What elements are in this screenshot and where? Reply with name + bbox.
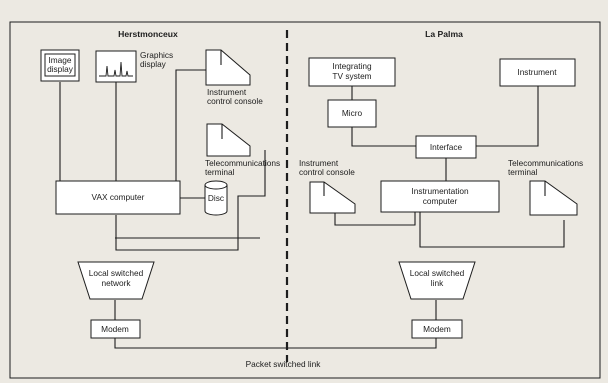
left-console-label-1: Instrument — [207, 87, 247, 97]
graphics-trace-icon — [99, 61, 133, 77]
right-instrument-console: Instrument control console — [299, 158, 356, 214]
left-instrument-console: Instrument control console — [205, 49, 263, 106]
right-terminal-label-1: Telecommunications — [508, 158, 583, 168]
micro-label: Micro — [342, 108, 363, 118]
left-modem: Modem — [90, 319, 141, 339]
image-display: Image display — [40, 49, 80, 82]
tv-label-1: Integrating — [332, 61, 372, 71]
link-label-2: link — [431, 278, 444, 288]
outer-frame — [9, 21, 601, 379]
left-console-label-2: control console — [207, 96, 263, 106]
graphics-display-label-1: Graphics — [140, 50, 173, 60]
instrumentation-computer: Instrumentation computer — [380, 180, 500, 213]
graphics-display: Graphics display — [95, 50, 173, 83]
network-label-2: network — [101, 278, 131, 288]
instrument: Instrument — [499, 58, 576, 87]
right-site-title: La Palma — [425, 29, 463, 39]
right-connections — [334, 86, 565, 320]
disc-icon: Disc — [204, 180, 228, 216]
left-site-title: Herstmonceux — [118, 29, 178, 39]
interface: Interface — [415, 135, 477, 159]
left-modem-label: Modem — [101, 324, 129, 334]
instr-computer-label-2: computer — [423, 196, 458, 206]
right-modem-label: Modem — [423, 324, 451, 334]
graphics-display-label-2: display — [140, 59, 167, 69]
right-console-label-1: Instrument — [299, 158, 339, 168]
image-display-label-2: display — [47, 64, 74, 74]
right-terminal-label-2: terminal — [508, 167, 538, 177]
left-telecom-terminal: Telecommunications terminal — [205, 123, 280, 177]
tv-label-2: TV system — [332, 71, 371, 81]
instr-computer-label-1: Instrumentation — [411, 186, 469, 196]
disc-label: Disc — [208, 193, 224, 203]
interface-label: Interface — [430, 142, 463, 152]
micro: Micro — [327, 99, 377, 128]
local-switched-link: Local switched link — [398, 261, 476, 300]
network-label-1: Local switched — [89, 268, 144, 278]
right-telecom-terminal: Telecommunications terminal — [508, 158, 583, 216]
image-display-label-1: Image — [48, 55, 71, 65]
right-console-label-2: control console — [299, 167, 355, 177]
vax-computer: VAX computer — [55, 180, 181, 215]
vax-label: VAX computer — [92, 192, 145, 202]
right-modem: Modem — [411, 319, 463, 339]
left-terminal-label-1: Telecommunications — [205, 158, 280, 168]
tv-system: Integrating TV system — [308, 57, 396, 87]
packet-link-label: Packet switched link — [246, 359, 322, 369]
instrument-label: Instrument — [517, 67, 557, 77]
left-connections — [59, 69, 437, 349]
local-switched-network: Local switched network — [77, 261, 155, 300]
left-terminal-label-2: terminal — [205, 167, 235, 177]
link-label-1: Local switched — [410, 268, 465, 278]
